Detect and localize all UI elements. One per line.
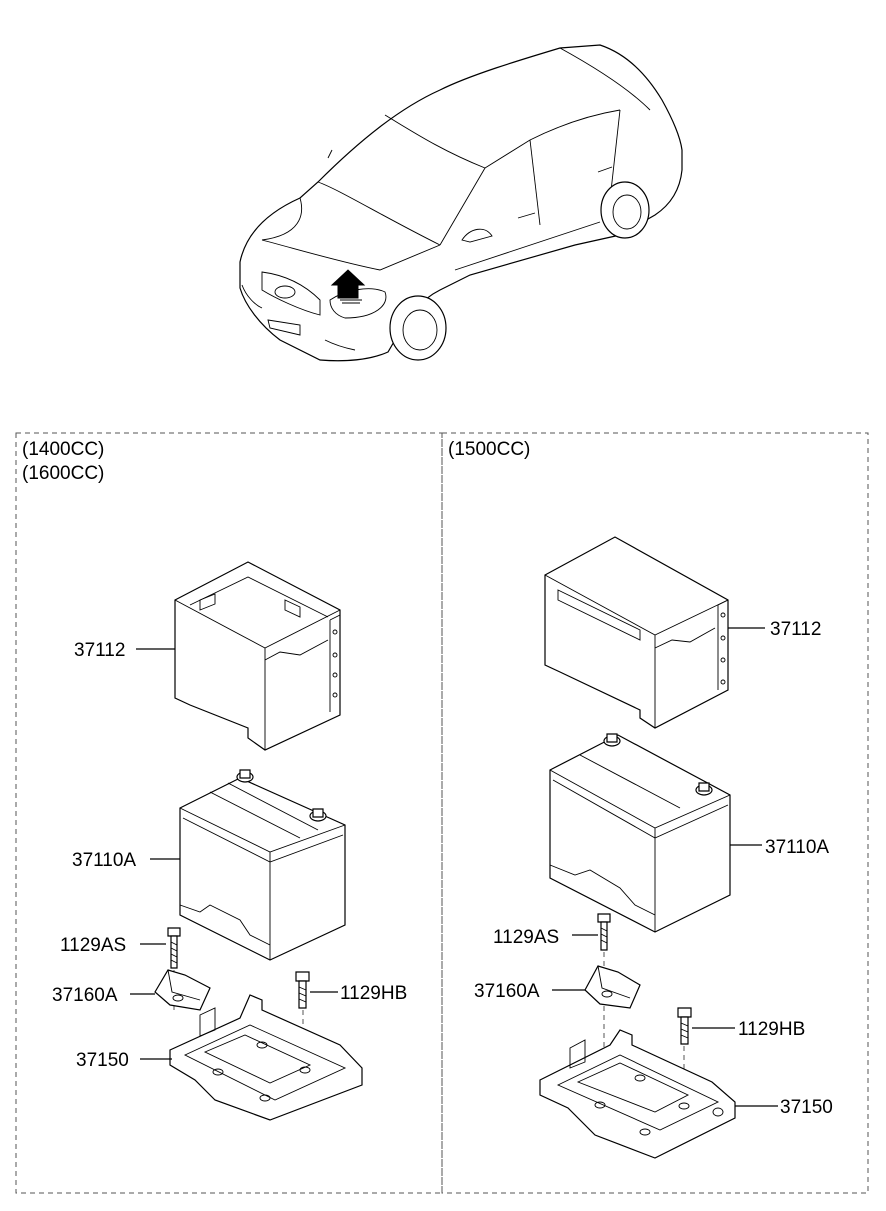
left-clamp-part <box>154 969 211 1011</box>
right-callout-clamp: 37160A <box>474 981 540 1002</box>
right-callout-battery: 37110A <box>765 837 829 858</box>
left-variant-label-2: (1600CC) <box>22 463 104 484</box>
left-parts <box>130 561 363 1121</box>
left-callout-battery: 37110A <box>72 850 136 871</box>
right-variant-panel <box>441 432 869 1194</box>
right-callout-bolt: 1129AS <box>493 927 559 948</box>
car-overview-illustration <box>239 44 683 362</box>
left-tray-cover-part <box>174 561 341 751</box>
left-callout-bolt: 1129AS <box>60 935 126 956</box>
right-variant-label-1: (1500CC) <box>448 439 530 460</box>
left-callout-hex-bolt: 1129HB <box>340 983 407 1004</box>
left-tray-part <box>169 994 363 1121</box>
left-callout-tray: 37150 <box>76 1050 129 1071</box>
right-clamp-part <box>584 965 641 1009</box>
left-callout-tray-cover: 37112 <box>74 640 125 661</box>
battery-location-arrow <box>330 269 366 299</box>
left-variant-label-1: (1400CC) <box>22 439 104 460</box>
right-tray-cover-part <box>544 536 729 729</box>
right-callout-tray-cover: 37112 <box>770 619 821 640</box>
left-callout-clamp: 37160A <box>52 985 118 1006</box>
right-callout-hex-bolt: 1129HB <box>738 1019 805 1040</box>
left-battery-part <box>179 769 346 961</box>
right-battery-part <box>549 733 731 933</box>
right-callout-tray: 37150 <box>780 1097 833 1118</box>
right-tray-part <box>539 1029 736 1159</box>
right-parts <box>539 536 778 1159</box>
